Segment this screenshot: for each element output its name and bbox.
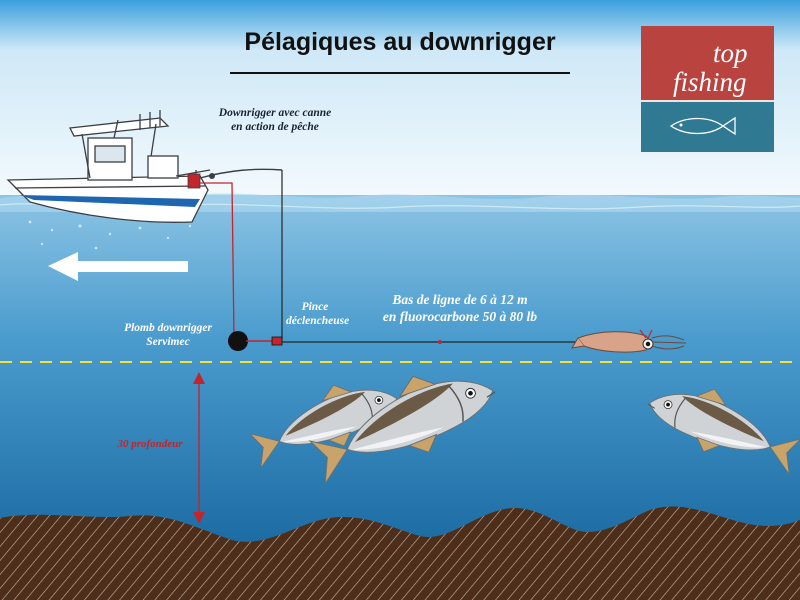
logo-text-fishing: fishing <box>673 67 747 97</box>
label-leader: Bas de ligne de 6 à 12 m en fluorocarbon… <box>382 292 538 324</box>
title-underline <box>230 72 570 74</box>
depth-arrow <box>193 372 205 524</box>
label-downrigger-rod: Downrigger avec canne en action de pêche <box>218 107 332 134</box>
downrigger-weight <box>228 331 248 351</box>
downrigger-unit <box>187 173 201 189</box>
label-depth: 30 profondeur <box>117 438 183 450</box>
release-clip <box>271 336 283 346</box>
logo-fish-icon <box>669 116 736 136</box>
logo-red-panel <box>641 26 774 101</box>
label-weight: Plomb downrigger Servimec <box>124 322 212 349</box>
label-release-clip: Pince déclencheuse <box>286 301 350 328</box>
fishing-rod <box>199 168 283 179</box>
boat <box>6 110 211 223</box>
top-fishing-logo: top fishing <box>641 26 774 152</box>
squid-lure <box>571 329 687 353</box>
downrigger-cable <box>200 182 235 339</box>
logo-text-top: top <box>713 38 748 68</box>
logo-waterline <box>641 100 774 102</box>
logo-blue-panel <box>641 101 774 152</box>
diagram-title: Pélagiques au downrigger <box>244 28 556 56</box>
seabed <box>0 506 800 600</box>
direction-arrow <box>48 252 188 281</box>
